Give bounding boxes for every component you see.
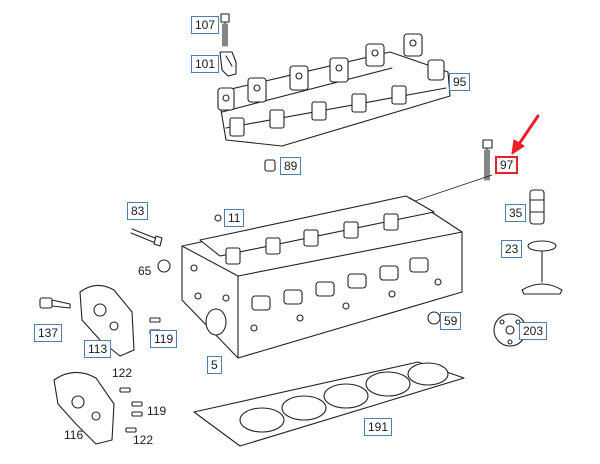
stud-83[interactable] — [130, 228, 163, 247]
callout-23[interactable]: 23 — [501, 240, 523, 258]
cover-116[interactable] — [53, 371, 115, 445]
callout-137[interactable]: 137 — [34, 324, 63, 342]
bolt-137[interactable] — [39, 297, 71, 309]
highlight-arrow — [511, 114, 540, 155]
callout-83[interactable]: 83 — [127, 202, 149, 220]
callout-65[interactable]: 65 — [138, 264, 152, 278]
ring-65[interactable] — [157, 259, 171, 273]
bracket-101[interactable] — [219, 51, 237, 77]
valve-spring-35[interactable] — [529, 189, 545, 225]
head-gasket-191[interactable] — [193, 361, 465, 447]
callout-191[interactable]: 191 — [364, 418, 393, 436]
callout-116[interactable]: 116 — [64, 428, 84, 442]
callout-89[interactable]: 89 — [280, 157, 302, 175]
callout-122-lower[interactable]: 122 — [133, 433, 154, 447]
seal-11[interactable] — [214, 214, 222, 222]
seal-59[interactable] — [427, 311, 441, 325]
callout-119-upper[interactable]: 119 — [150, 330, 178, 348]
camshaft-carrier-95[interactable] — [217, 33, 451, 147]
callout-113[interactable]: 113 — [84, 340, 112, 358]
pins-122-119[interactable] — [119, 387, 143, 433]
callout-107[interactable]: 107 — [191, 16, 220, 34]
callout-101[interactable]: 101 — [191, 55, 220, 73]
callout-95[interactable]: 95 — [449, 73, 471, 91]
bolt-97[interactable] — [482, 139, 493, 181]
callout-97[interactable]: 97 — [495, 156, 519, 174]
callout-119-lower[interactable]: 119 — [147, 404, 167, 418]
callout-122-upper[interactable]: 122 — [112, 366, 133, 380]
callout-5[interactable]: 5 — [207, 356, 222, 374]
plug-89[interactable] — [264, 159, 276, 172]
bolt-107[interactable] — [220, 13, 230, 47]
valve-23[interactable] — [521, 240, 563, 295]
callout-11[interactable]: 11 — [224, 209, 245, 227]
timing-cover-113[interactable] — [79, 284, 135, 357]
callout-59[interactable]: 59 — [440, 312, 462, 330]
callout-35[interactable]: 35 — [505, 204, 527, 222]
cylinder-head-5[interactable] — [181, 195, 463, 359]
callout-203[interactable]: 203 — [519, 322, 548, 340]
